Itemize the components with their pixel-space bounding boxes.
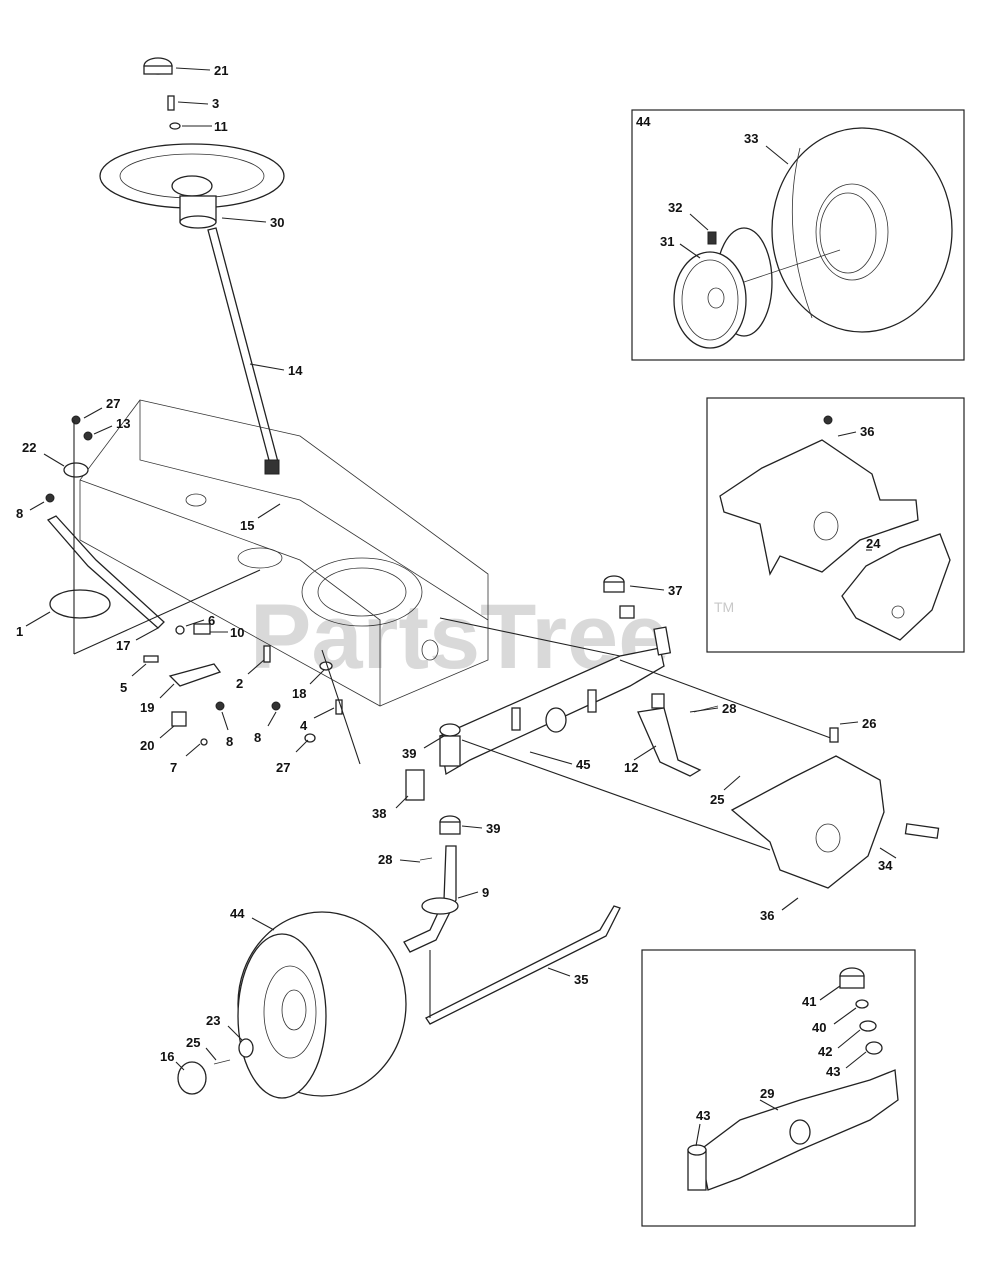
- callout-34: 34: [878, 858, 893, 873]
- callout-5: 5: [120, 680, 127, 695]
- callout-44-front: 44: [230, 906, 245, 921]
- inset-rear-wheel: 44: [631, 109, 965, 361]
- callout-1: 1: [16, 624, 23, 639]
- callout-31: 31: [660, 234, 674, 249]
- drag-link: [46, 515, 165, 629]
- front-bracket: [719, 439, 919, 576]
- callout-27-top: 27: [106, 396, 120, 411]
- callout-32: 32: [668, 200, 682, 215]
- callout-6: 6: [208, 613, 215, 628]
- front-axle: [439, 647, 665, 776]
- callout-3: 3: [212, 96, 219, 111]
- callout-37: 37: [668, 583, 682, 598]
- callout-28-bottom: 28: [378, 852, 392, 867]
- bolt: [167, 95, 175, 111]
- nut: [71, 415, 81, 425]
- callout-26: 26: [862, 716, 876, 731]
- callout-38: 38: [372, 806, 386, 821]
- callout-35: 35: [574, 972, 588, 987]
- sector-gear-plate: [49, 589, 111, 619]
- heat-shield-plate: [841, 533, 951, 641]
- callout-36-top: 36: [860, 424, 874, 439]
- bushing: [171, 711, 187, 727]
- callout-41: 41: [802, 994, 816, 1009]
- tie-rod: [425, 905, 621, 1025]
- callout-2: 2: [236, 676, 243, 691]
- callout-20: 20: [140, 738, 154, 753]
- front-bracket-main: [730, 755, 885, 889]
- callout-10: 10: [230, 625, 244, 640]
- inset-rear-wheel-label: 44: [636, 114, 651, 129]
- callout-labels: 21 3 11 30 14 27 13 22 8 15 1 17 6 10 2 …: [16, 63, 897, 1147]
- callout-4: 4: [300, 718, 308, 733]
- valve-stem: [707, 231, 717, 245]
- callout-8-right: 8: [254, 730, 261, 745]
- inset-frame-bracket: [706, 397, 965, 653]
- callout-8-mid: 8: [226, 734, 233, 749]
- bushing-38: [405, 769, 425, 801]
- spindle-right: [637, 707, 702, 777]
- callout-19: 19: [140, 700, 154, 715]
- callout-23: 23: [206, 1013, 220, 1028]
- callout-12: 12: [624, 760, 638, 775]
- callout-16: 16: [160, 1049, 174, 1064]
- callout-39-top: 39: [402, 746, 416, 761]
- callout-11: 11: [214, 119, 228, 134]
- steering-wheel: [99, 143, 285, 229]
- callout-14: 14: [288, 363, 303, 378]
- inset-axle-detail: [641, 949, 916, 1227]
- callout-28-top: 28: [722, 701, 736, 716]
- callout-36-bottom: 36: [760, 908, 774, 923]
- callout-17: 17: [116, 638, 130, 653]
- watermark-trademark: TM: [714, 599, 734, 615]
- callout-27-bottom: 27: [276, 760, 290, 775]
- spacer: [63, 462, 89, 478]
- callout-25-top: 25: [710, 792, 724, 807]
- callout-15: 15: [240, 518, 254, 533]
- callout-18: 18: [292, 686, 306, 701]
- callout-30: 30: [270, 215, 284, 230]
- callout-42: 42: [818, 1044, 832, 1059]
- callout-24: 24: [866, 536, 881, 551]
- pitman-arm: [168, 663, 222, 687]
- callout-39-bottom: 39: [486, 821, 500, 836]
- hub-cap: [177, 1061, 207, 1095]
- callout-29: 29: [760, 1086, 774, 1101]
- callout-8-left: 8: [16, 506, 23, 521]
- pivot-bolt: [193, 623, 211, 635]
- rear-tire: [771, 127, 953, 333]
- callout-40: 40: [812, 1020, 826, 1035]
- callout-33: 33: [744, 131, 758, 146]
- callout-43-right: 43: [826, 1064, 840, 1079]
- callout-7: 7: [170, 760, 177, 775]
- front-tire: [237, 911, 407, 1099]
- callout-43-left: 43: [696, 1108, 710, 1123]
- callout-21: 21: [214, 63, 228, 78]
- callout-22: 22: [22, 440, 36, 455]
- callout-9: 9: [482, 885, 489, 900]
- axle-pivot-bolt: [904, 823, 940, 839]
- tractor-frame: [79, 399, 489, 707]
- callout-45: 45: [576, 757, 590, 772]
- callout-25-bottom: 25: [186, 1035, 200, 1050]
- callout-13: 13: [116, 416, 130, 431]
